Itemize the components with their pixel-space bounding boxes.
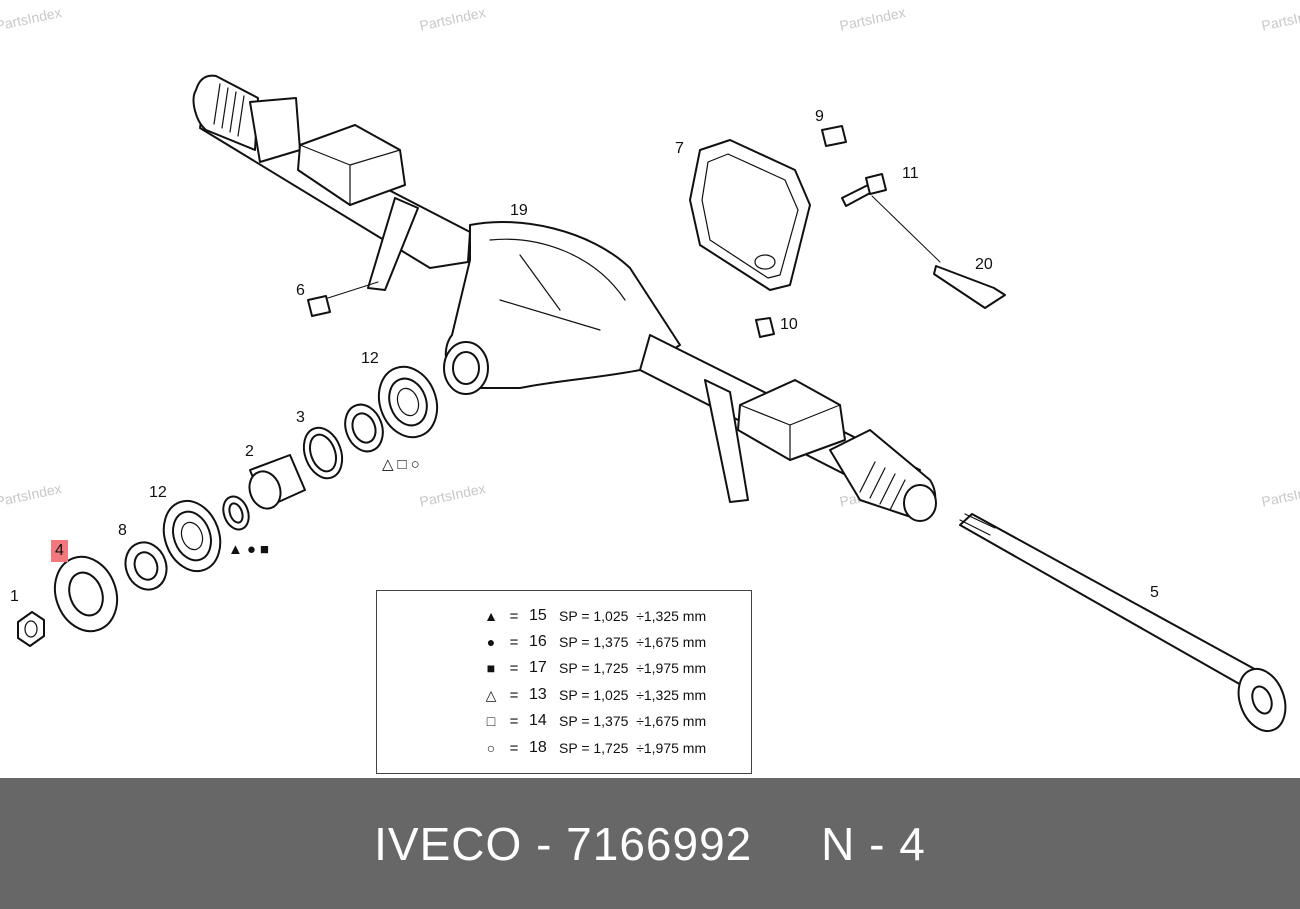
legend-equals: = bbox=[509, 607, 519, 625]
legend-equals: = bbox=[509, 739, 519, 757]
callout-2: 2 bbox=[245, 443, 254, 460]
diagram-area: PartsIndex PartsIndex PartsIndex PartsIn… bbox=[0, 4, 1300, 774]
footer-banner: IVECO - 7166992 N - 4 bbox=[0, 778, 1300, 909]
square-filled-icon: ■ bbox=[486, 660, 496, 676]
legend-row: ○ = 18 SP = 1,725 ÷1,975 mm bbox=[483, 738, 706, 758]
bolt-11 bbox=[841, 173, 941, 263]
triangle-filled-icon: ▲ bbox=[484, 608, 498, 624]
legend-spec: SP = 1,025 ÷1,325 mm bbox=[559, 608, 707, 624]
shim-legend-box: ▲ = 15 SP = 1,025 ÷1,325 mm ● = 16 SP = … bbox=[376, 590, 752, 774]
legend-row: ● = 16 SP = 1,375 ÷1,675 mm bbox=[483, 632, 706, 652]
triangle-filled-icon: ▲ bbox=[228, 541, 247, 558]
square-filled-icon: ■ bbox=[259, 541, 273, 558]
legend-part-number: 16 bbox=[529, 633, 547, 650]
axle-housing bbox=[192, 74, 937, 522]
legend-spec: SP = 1,025 ÷1,325 mm bbox=[559, 687, 707, 703]
bearing-12-lower bbox=[162, 499, 222, 573]
differential-cover bbox=[689, 139, 811, 291]
legend-spec: SP = 1,375 ÷1,675 mm bbox=[559, 713, 707, 729]
legend-row: □ = 14 SP = 1,375 ÷1,675 mm bbox=[483, 711, 706, 731]
small-ring bbox=[222, 495, 250, 531]
callout-3: 3 bbox=[296, 409, 305, 426]
circle-filled-icon: ● bbox=[246, 541, 260, 558]
callout-8: 8 bbox=[118, 522, 127, 539]
legend-part-number: 15 bbox=[529, 607, 547, 624]
callout-6: 6 bbox=[296, 282, 305, 299]
plug-6 bbox=[307, 281, 379, 317]
plug-9 bbox=[821, 125, 847, 147]
seal-8 bbox=[124, 541, 168, 591]
legend-equals: = bbox=[509, 686, 519, 704]
legend-spec: SP = 1,725 ÷1,975 mm bbox=[559, 660, 707, 676]
bearing-12-upper bbox=[377, 365, 439, 439]
callout-11: 11 bbox=[902, 165, 919, 182]
circle-outline-icon: ○ bbox=[410, 456, 424, 473]
sleeve-2 bbox=[248, 454, 306, 510]
legend-part-number: 14 bbox=[529, 712, 547, 729]
shim-marks-lower: ▲●■ bbox=[228, 541, 273, 559]
legend-part-number: 17 bbox=[529, 659, 547, 676]
flange-4 bbox=[53, 555, 119, 633]
sealant-tube-20 bbox=[933, 265, 1006, 309]
callout-1: 1 bbox=[10, 588, 19, 605]
shim-marks-upper: △□○ bbox=[382, 456, 424, 474]
plug-10 bbox=[755, 317, 775, 338]
square-outline-icon: □ bbox=[486, 713, 496, 729]
legend-equals: = bbox=[509, 712, 519, 730]
legend-part-number: 18 bbox=[529, 739, 547, 756]
callout-4-highlighted: 4 bbox=[51, 540, 68, 562]
nut-1 bbox=[17, 611, 45, 647]
legend-spec: SP = 1,375 ÷1,675 mm bbox=[559, 634, 707, 650]
axle-shaft-5 bbox=[959, 513, 1287, 732]
callout-7: 7 bbox=[675, 140, 684, 157]
ring-3 bbox=[302, 426, 344, 480]
legend-row: ■ = 17 SP = 1,725 ÷1,975 mm bbox=[483, 658, 706, 678]
legend-equals: = bbox=[509, 659, 519, 677]
legend-equals: = bbox=[509, 633, 519, 651]
triangle-outline-icon: △ bbox=[382, 456, 398, 473]
legend-part-number: 13 bbox=[529, 686, 547, 703]
callout-19: 19 bbox=[510, 202, 528, 219]
legend-spec: SP = 1,725 ÷1,975 mm bbox=[559, 740, 707, 756]
callout-9: 9 bbox=[815, 108, 824, 125]
circle-filled-icon: ● bbox=[486, 634, 496, 650]
callout-20: 20 bbox=[975, 256, 993, 273]
footer-part-title: IVECO - 7166992 N - 4 bbox=[374, 817, 926, 870]
callout-12-upper: 12 bbox=[361, 350, 379, 367]
legend-row: △ = 13 SP = 1,025 ÷1,325 mm bbox=[483, 685, 707, 705]
callout-12-lower: 12 bbox=[149, 484, 167, 501]
spacer-upper bbox=[344, 403, 384, 453]
square-outline-icon: □ bbox=[397, 456, 411, 473]
circle-outline-icon: ○ bbox=[486, 740, 496, 756]
triangle-outline-icon: △ bbox=[485, 686, 497, 703]
legend-row: ▲ = 15 SP = 1,025 ÷1,325 mm bbox=[483, 606, 706, 626]
callout-10: 10 bbox=[780, 316, 798, 333]
callout-5: 5 bbox=[1150, 584, 1159, 601]
